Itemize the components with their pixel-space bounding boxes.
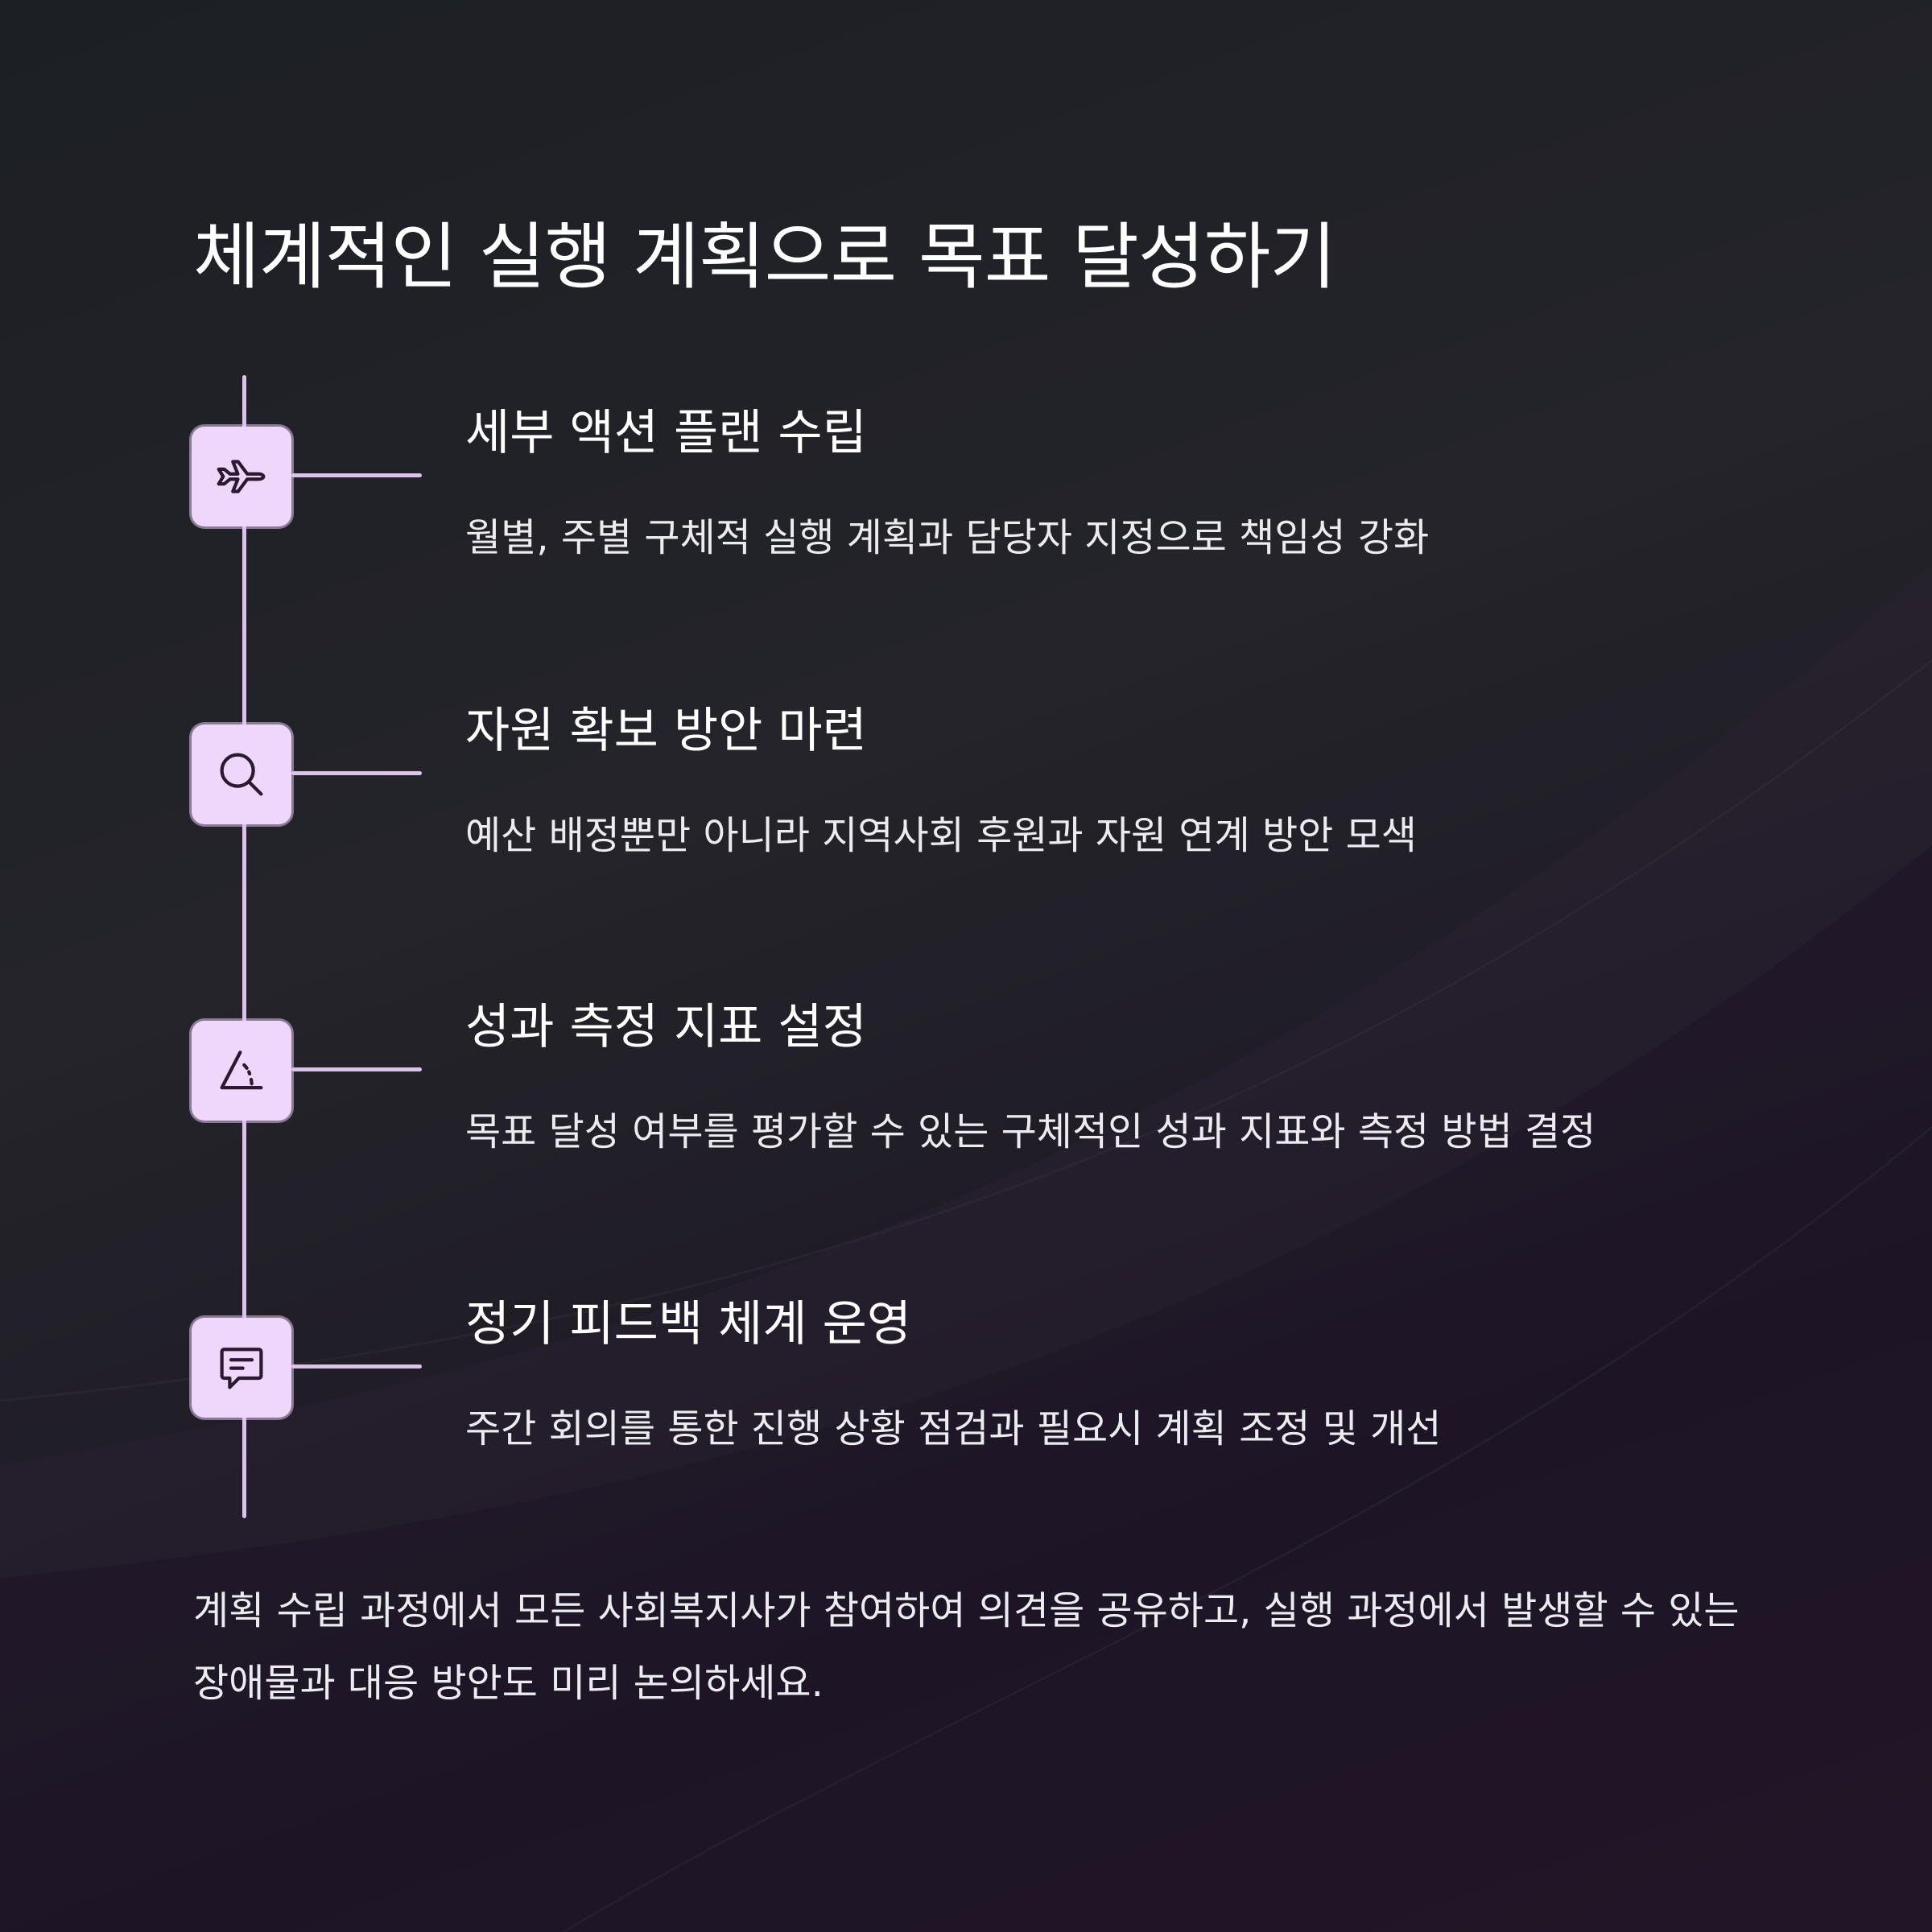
step-icon-box — [192, 427, 291, 526]
step-icon-box — [192, 1021, 291, 1121]
step-description: 목표 달성 여부를 평가할 수 있는 구체적인 성과 지표와 측정 방법 결정 — [465, 1109, 1596, 1154]
step-title: 정기 피드백 체계 운영 — [465, 1296, 912, 1352]
step-connector — [291, 771, 422, 775]
step-action-plan: 세부 액션 플랜 수립 월별, 주별 구체적 실행 계획과 담당자 지정으로 책… — [0, 405, 1932, 620]
step-metrics: 성과 측정 지표 설정 목표 달성 여부를 평가할 수 있는 구체적인 성과 지… — [0, 999, 1932, 1214]
step-connector — [291, 473, 422, 477]
step-description: 주간 회의를 통한 진행 상황 점검과 필요시 계획 조정 및 개선 — [465, 1406, 1442, 1451]
step-feedback: 정기 피드백 체계 운영 주간 회의를 통한 진행 상황 점검과 필요시 계획 … — [0, 1296, 1932, 1511]
chat-bubble-icon — [220, 1348, 263, 1389]
step-title: 성과 측정 지표 설정 — [465, 999, 867, 1055]
timeline-line — [242, 375, 246, 1518]
step-title: 자원 확보 방안 마련 — [465, 703, 867, 759]
search-icon — [220, 753, 263, 796]
step-description: 예산 배정뿐만 아니라 지역사회 후원과 자원 연계 방안 모색 — [465, 813, 1417, 858]
step-connector — [291, 1067, 422, 1071]
step-icon-box — [192, 724, 291, 824]
step-title: 세부 액션 플랜 수립 — [465, 405, 867, 461]
angle-measure-icon — [220, 1051, 263, 1090]
footer-note: 계획 수립 과정에서 모든 사회복지사가 참여하여 의견을 공유하고, 실행 과… — [193, 1588, 1740, 1706]
step-resources: 자원 확보 방안 마련 예산 배정뿐만 아니라 지역사회 후원과 자원 연계 방… — [0, 703, 1932, 918]
step-connector — [291, 1364, 422, 1368]
airplane-icon — [217, 460, 266, 493]
step-icon-box — [192, 1318, 291, 1418]
step-description: 월별, 주별 구체적 실행 계획과 담당자 지정으로 책임성 강화 — [465, 515, 1430, 560]
page-title: 체계적인 실행 계획으로 목표 달성하기 — [193, 215, 1336, 299]
